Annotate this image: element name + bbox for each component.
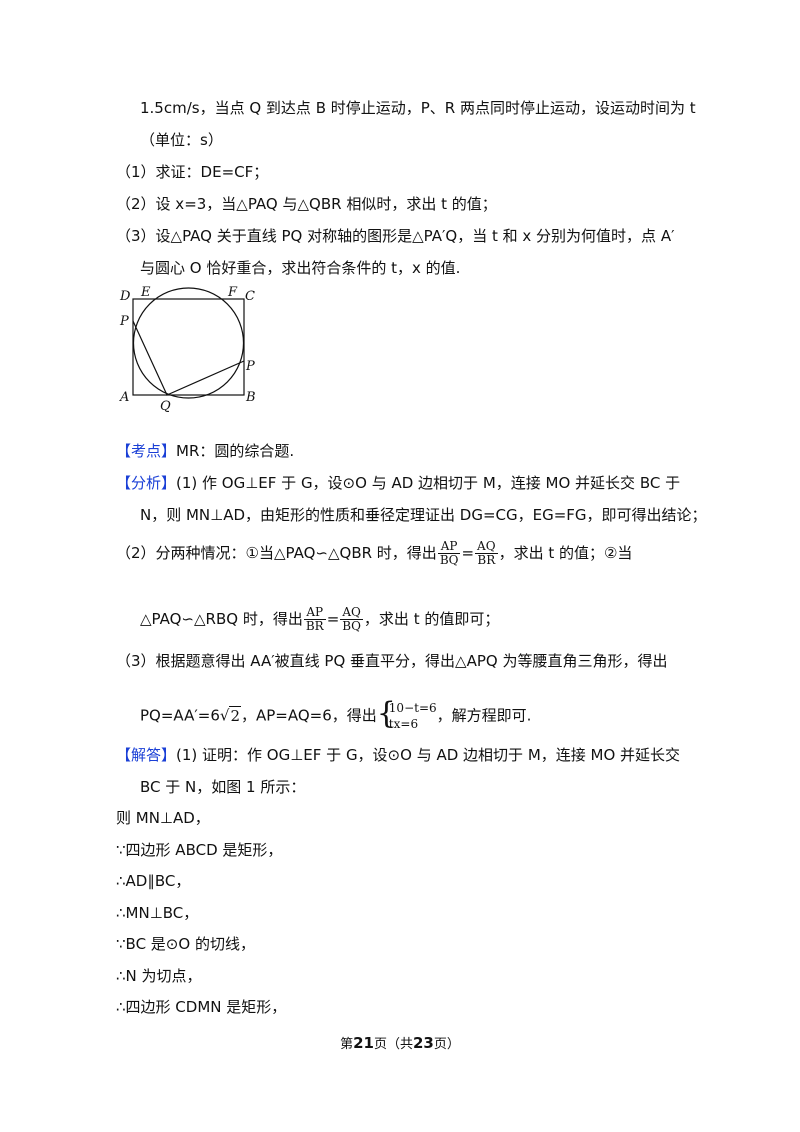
fenxi-p2a-post: ，求出 t 的值；②当 <box>498 544 633 562</box>
fenxi-p3b-pre: PQ=AA′=6 <box>140 706 220 725</box>
jieda-line-3: 则 MN⊥AD， <box>116 809 210 827</box>
fraction-denominator: BQ <box>439 553 459 567</box>
fenxi-line-5: （3）根据题意得出 AA′被直线 PQ 垂直平分，得出△APQ 为等腰直角三角形… <box>116 652 668 670</box>
jieda-text-1: (1) 证明：作 OG⊥EF 于 G，设⊙O 与 AD 边相切于 M，连接 MO… <box>176 746 681 764</box>
rectangle-abcd <box>132 298 245 396</box>
sqrt-expression: √2 <box>219 705 241 725</box>
fraction-denominator: BR <box>477 553 496 567</box>
footer-mid: 页（共 <box>373 1037 413 1052</box>
fenxi-p3b-post: ，解方程即可. <box>436 706 532 725</box>
jieda-tag: 【解答】 <box>116 746 177 764</box>
fenxi-line-1: 【分析】(1) 作 OG⊥EF 于 G，设⊙O 与 AD 边相切于 M，连接 M… <box>116 473 680 493</box>
label-b: B <box>245 390 256 405</box>
label-p-right: P <box>245 359 255 374</box>
sqrt-radicand: 2 <box>229 705 241 725</box>
jieda-line-1: 【解答】(1) 证明：作 OG⊥EF 于 G，设⊙O 与 AD 边相切于 M，连… <box>116 745 680 765</box>
system-equation-1: 10−t=6 <box>388 701 437 715</box>
fenxi-p2b-post: ，求出 t 的值即可； <box>363 610 500 628</box>
fenxi-text-1: (1) 作 OG⊥EF 于 G，设⊙O 与 AD 边相切于 M，连接 MO 并延… <box>176 474 681 492</box>
jieda-line-4: ∵四边形 ABCD 是矩形， <box>116 841 283 859</box>
label-q: Q <box>160 399 171 414</box>
jieda-line-8: ∴N 为切点， <box>116 967 202 985</box>
label-f: F <box>227 285 238 300</box>
system-equation-2: tx=6 <box>388 717 419 731</box>
equals-sign: = <box>326 610 340 628</box>
label-a: A <box>119 390 129 405</box>
fenxi-p2b-pre: △PAQ∽△RBQ 时，得出 <box>140 610 303 628</box>
equation-system: {10−t=6 tx=6 <box>377 696 437 732</box>
page-footer: 第21页（共23页） <box>0 1033 800 1052</box>
label-c: C <box>245 289 255 304</box>
jieda-line-7: ∵BC 是⊙O 的切线， <box>116 935 255 953</box>
question-3-line-1: （3）设△PAQ 关于直线 PQ 对称轴的图形是△PA′Q，当 t 和 x 分别… <box>116 227 675 245</box>
footer-post: 页） <box>433 1037 460 1052</box>
question-1: （1）求证：DE=CF； <box>116 163 269 181</box>
jieda-line-5: ∴AD∥BC， <box>116 872 191 890</box>
equals-sign: = <box>461 544 475 562</box>
fraction-numerator: AP <box>437 540 461 554</box>
question-2: （2）设 x=3，当△PAQ 与△QBR 相似时，求出 t 的值； <box>116 195 497 213</box>
fraction-numerator: AQ <box>340 606 363 620</box>
problem-line-2: （单位：s） <box>140 131 223 149</box>
problem-line-1: 1.5cm/s，当点 Q 到达点 B 时停止运动，P、R 两点同时停止运动，设运… <box>140 99 696 117</box>
fraction-denominator: BQ <box>342 619 361 633</box>
geometry-figure: D E F C P P A Q B <box>119 285 256 414</box>
jieda-line-9: ∴四边形 CDMN 是矩形， <box>116 998 287 1016</box>
footer-pre: 第 <box>340 1037 354 1052</box>
label-e: E <box>140 285 151 300</box>
current-page-number: 21 <box>353 1034 374 1052</box>
label-p-left: P <box>119 314 129 329</box>
kaodian-tag: 【考点】 <box>116 442 177 460</box>
fraction-denominator: BR <box>305 619 324 633</box>
jieda-line-6: ∴MN⊥BC， <box>116 904 199 922</box>
kaodian-line: 【考点】MR：圆的综合题. <box>116 441 294 461</box>
total-page-count: 23 <box>413 1034 434 1052</box>
label-d: D <box>119 289 131 304</box>
circle-o <box>132 287 245 399</box>
kaodian-text: MR：圆的综合题. <box>176 442 295 460</box>
fenxi-line-6: PQ=AA′=6√2，AP=AQ=6，得出{10−t=6 tx=6 ，解方程即可. <box>140 696 532 732</box>
question-3-line-2: 与圆心 O 恰好重合，求出符合条件的 t，x 的值. <box>140 259 461 277</box>
fenxi-p2a-pre: （2）分两种情况：①当△PAQ∽△QBR 时，得出 <box>116 544 437 562</box>
fenxi-p3b-mid: ，AP=AQ=6，得出 <box>241 706 377 725</box>
path-p-q-p <box>132 320 245 396</box>
fenxi-tag: 【分析】 <box>116 474 177 492</box>
fenxi-line-2: N，则 MN⊥AD，由矩形的性质和垂径定理证出 DG=CG，EG=FG，即可得出… <box>140 506 707 524</box>
brace-symbol: { <box>376 696 396 731</box>
jieda-line-2: BC 于 N，如图 1 所示： <box>140 778 306 796</box>
fraction-numerator: AQ <box>475 539 498 554</box>
fraction-numerator: AP <box>303 606 326 620</box>
